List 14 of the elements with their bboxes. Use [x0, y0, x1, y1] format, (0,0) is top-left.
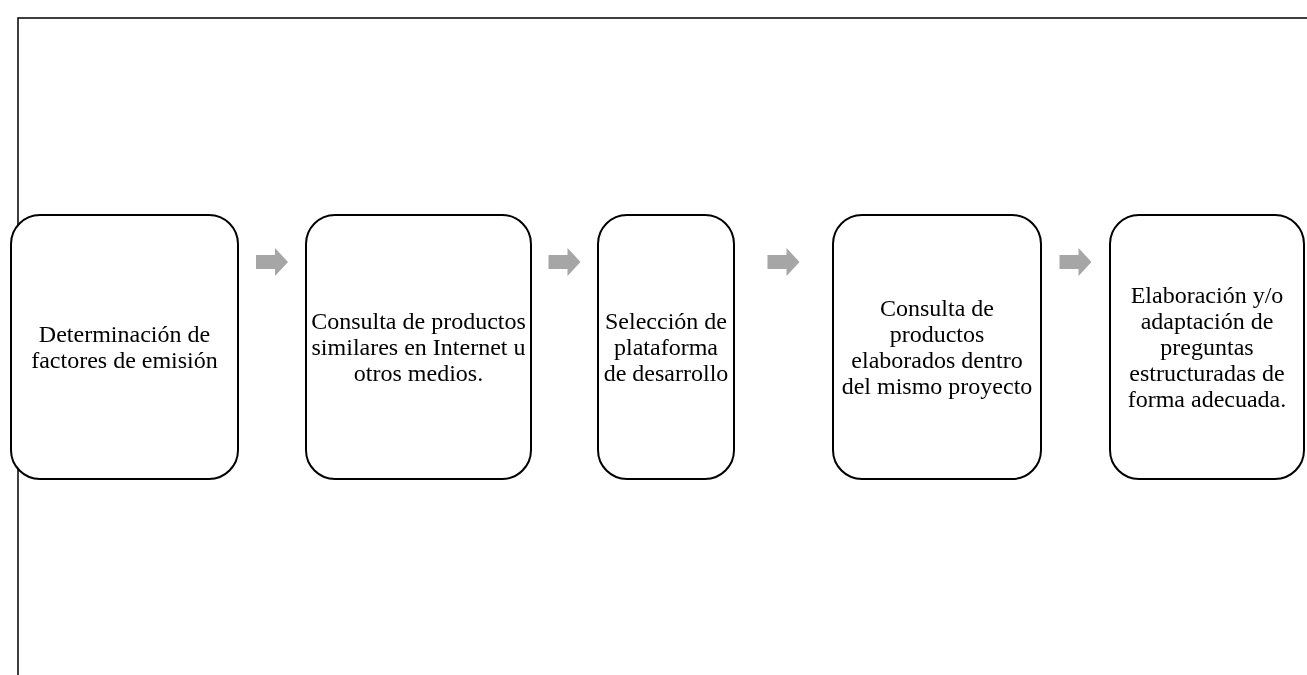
process-box: [597, 214, 735, 480]
step-text: Elaboración y/o adaptación de preguntas estructuradas de forma adecuada.: [1126, 282, 1288, 412]
process-box: [832, 214, 1042, 480]
process-box: [10, 214, 239, 480]
step-text: Determinación de factores de emisión: [30, 321, 219, 373]
process-box: [305, 214, 532, 480]
block-arrow: [767, 248, 800, 276]
block-arrow: [548, 248, 581, 276]
step-text: Consulta de productos elaborados dentro del mismo proyecto: [840, 295, 1034, 399]
process-box: [1109, 214, 1305, 480]
step-text: Consulta de productos similares en Internet u otros medios.: [311, 308, 526, 386]
step-text: Selección de plataforma de desarrollo: [603, 308, 729, 386]
block-arrow: [1059, 248, 1092, 276]
block-arrow: [256, 248, 288, 276]
